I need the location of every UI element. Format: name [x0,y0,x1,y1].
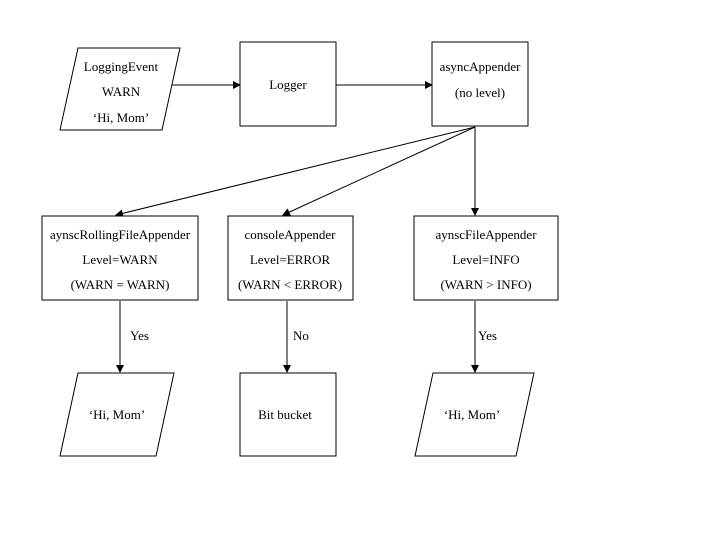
node-line: (WARN < ERROR) [238,277,342,292]
edge-label-yes-file: Yes [478,328,497,343]
node-console-appender: consoleAppender Level=ERROR (WARN < ERRO… [227,215,354,301]
node-bit-bucket: Bit bucket [239,372,337,457]
node-line: aynscRollingFileAppender [50,227,191,242]
parallelogram-shape [59,372,175,457]
node-line: Logger [269,77,307,92]
node-async-appender: asyncAppender (no level) [431,41,529,127]
edge-label-no-console: No [293,328,309,343]
rect-shape [431,41,529,127]
rect-shape [41,215,199,301]
node-line: ‘Hi, Mom’ [93,110,149,125]
node-line: Level=WARN [82,252,158,267]
node-logger: Logger [239,41,337,127]
node-line: (WARN > INFO) [440,277,531,292]
node-output-file: ‘Hi, Mom’ [414,372,535,457]
node-line: (no level) [455,85,505,100]
edge-async-appender-to-rolling-file-appender [115,126,476,218]
rect-shape [413,215,559,301]
rect-shape [239,372,337,457]
parallelogram-shape [414,372,535,457]
node-rolling-file-appender: aynscRollingFileAppender Level=WARN (WAR… [41,215,199,301]
rect-shape [227,215,354,301]
node-logging-event: LoggingEvent WARN ‘Hi, Mom’ [59,47,181,131]
rect-shape [239,41,337,127]
node-line: LoggingEvent [84,59,159,74]
edge-async-appender-to-console-appender [282,126,476,216]
node-line: Level=ERROR [250,252,331,267]
node-line: Level=INFO [452,252,519,267]
node-line: aynscFileAppender [435,227,537,242]
node-line: Bit bucket [258,407,312,422]
edge-labels: Yes No Yes [130,328,497,343]
edges [115,81,479,373]
node-line: WARN [102,84,141,99]
node-file-appender: aynscFileAppender Level=INFO (WARN > INF… [413,215,559,301]
edge-label-yes-rolling: Yes [130,328,149,343]
parallelogram-shape [59,47,181,131]
node-output-rolling: ‘Hi, Mom’ [59,372,175,457]
node-line: (WARN = WARN) [71,277,170,292]
node-line: ‘Hi, Mom’ [89,407,145,422]
node-line: ‘Hi, Mom’ [444,407,500,422]
node-line: asyncAppender [440,59,522,74]
node-line: consoleAppender [245,227,337,242]
